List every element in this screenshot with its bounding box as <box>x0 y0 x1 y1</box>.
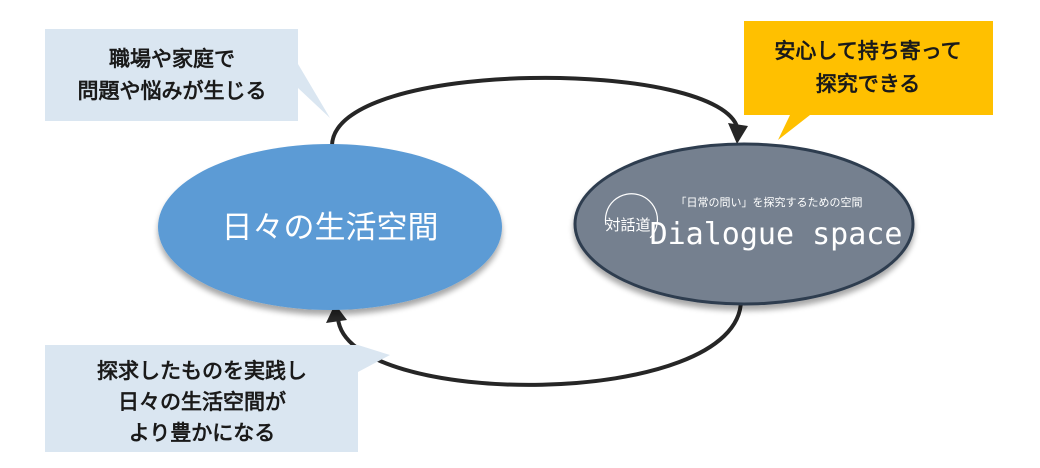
dialogue-space-subtitle: 「日常の問い」を探究するための空間 <box>676 195 863 209</box>
problems-line-2: 問題や悩みが生じる <box>78 79 267 103</box>
bring-callout: 安心して持ち寄って 探究できる <box>744 21 993 140</box>
practice-line-3: より豊かになる <box>129 421 276 445</box>
bring-line-1: 安心して持ち寄って <box>774 39 961 63</box>
problems-line-1: 職場や家庭で <box>109 47 235 71</box>
bring-line-2: 探究できる <box>816 72 921 96</box>
arrow-top <box>330 75 748 147</box>
problems-callout: 職場や家庭で 問題や悩みが生じる <box>45 29 330 121</box>
practice-callout: 探求したものを実践し 日々の生活空間が より豊かになる <box>45 345 390 452</box>
daily-life-node: 日々の生活空間 <box>158 144 502 310</box>
dialogue-space-node: 「日常の問い」を探究するための空間 対話道 Dialogue space <box>573 142 915 306</box>
daily-life-label: 日々の生活空間 <box>222 210 439 246</box>
practice-line-1: 探求したものを実践し <box>97 359 307 383</box>
taiwado-logo-icon: 対話道 <box>604 193 659 239</box>
arrow-bottom <box>326 299 743 387</box>
dialogue-space-title: Dialogue space <box>650 217 903 252</box>
practice-line-2: 日々の生活空間が <box>118 390 286 414</box>
logo-text: 対話道 <box>605 216 650 234</box>
